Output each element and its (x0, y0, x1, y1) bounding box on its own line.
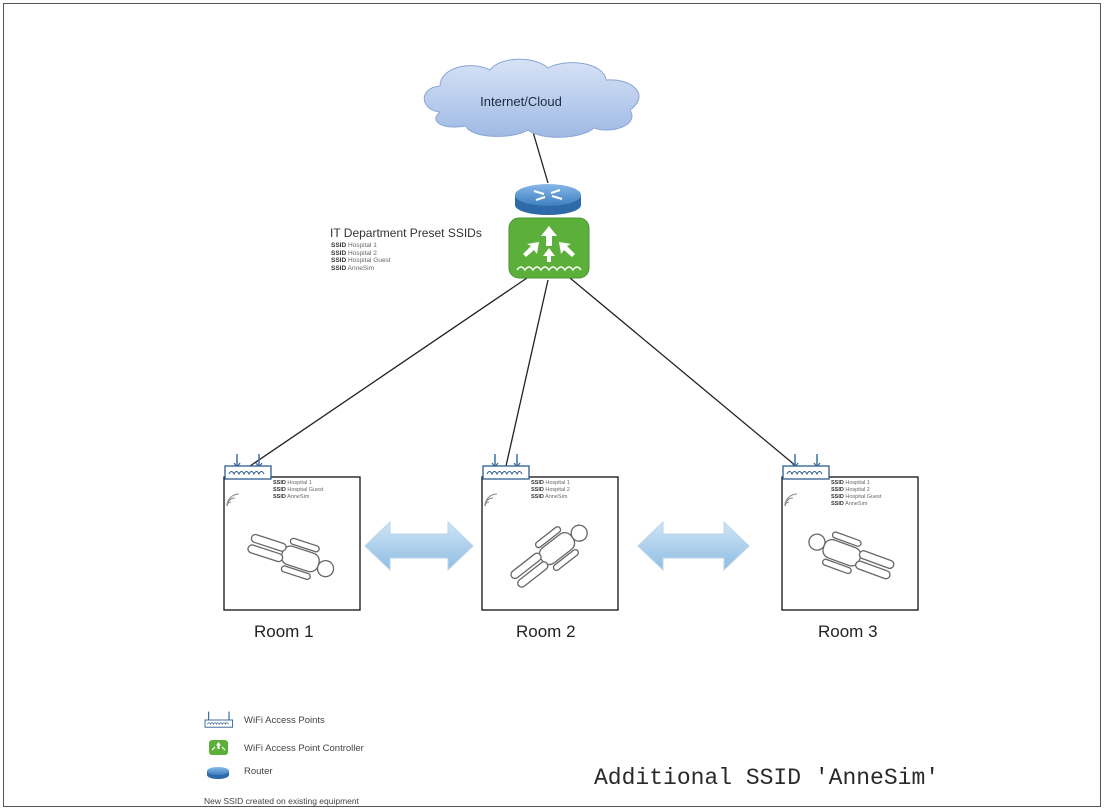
ssid-entry: SSID AnneSim (831, 501, 868, 507)
double-arrow-icon (637, 520, 750, 572)
ssid-entry: SSID Hospital 2 (331, 249, 377, 257)
legend-access-point-label: WiFi Access Points (244, 715, 325, 726)
ssid-entry: SSID Hospital 2 (831, 487, 870, 493)
ssid-entry: SSID Hospital 1 (331, 242, 377, 249)
ssid-entry: SSID Hospital Guest (831, 494, 882, 500)
link-lines (249, 131, 797, 467)
legend-access-point-icon (204, 711, 234, 728)
legend-controller-label: WiFi Access Point Controller (244, 743, 364, 754)
diagram-frame (3, 3, 1101, 807)
cloud-label: Internet/Cloud (480, 94, 562, 109)
ssid-entry: SSID Hospital 1 (531, 480, 570, 486)
ssid-entry: SSID AnneSim (531, 494, 568, 500)
room-3-label: Room 3 (818, 622, 878, 641)
cloud-router-link (532, 131, 549, 184)
room-2 (481, 453, 619, 611)
controller-icon (508, 217, 590, 279)
ssid-entry: SSID Hospital 1 (273, 480, 312, 486)
legend-note: New SSID created on existing equipment (204, 796, 359, 806)
controller-room1-link (249, 277, 528, 467)
router-icon (515, 184, 581, 215)
double-arrow-icon (364, 520, 474, 572)
ssid-entry: SSID Hospital 1 (831, 480, 870, 486)
legend-router-icon (207, 767, 229, 779)
controller-title: IT Department Preset SSIDs (330, 226, 482, 240)
controller-room3-link (569, 277, 797, 467)
room-3-ssid-list: SSID Hospital 1 SSID Hospital 2 SSID Hos… (831, 480, 881, 508)
room-3 (781, 453, 919, 611)
ssid-entry: SSID AnneSim (331, 264, 374, 272)
ssid-entry: SSID AnneSim (273, 494, 310, 500)
room-1 (223, 453, 361, 611)
legend-router-label: Router (244, 766, 273, 777)
cloud-icon (423, 58, 640, 138)
legend-controller-icon (209, 740, 228, 755)
controller-ssid-list: SSID Hospital 1 SSID Hospital 2 SSID Hos… (331, 242, 391, 272)
controller-room2-link (505, 279, 549, 467)
room-2-ssid-list: SSID Hospital 1 SSID Hospital 2 SSID Ann… (531, 480, 570, 501)
ssid-entry: SSID Hospital Guest (331, 257, 391, 264)
room-1-label: Room 1 (254, 622, 314, 641)
ssid-entry: SSID Hospital Guest (273, 487, 324, 493)
room-1-ssid-list: SSID Hospital 1 SSID Hospital Guest SSID… (273, 480, 323, 501)
room-2-label: Room 2 (516, 622, 576, 641)
diagram-title: Additional SSID 'AnneSim' (594, 765, 940, 791)
ssid-entry: SSID Hospital 2 (531, 487, 570, 493)
